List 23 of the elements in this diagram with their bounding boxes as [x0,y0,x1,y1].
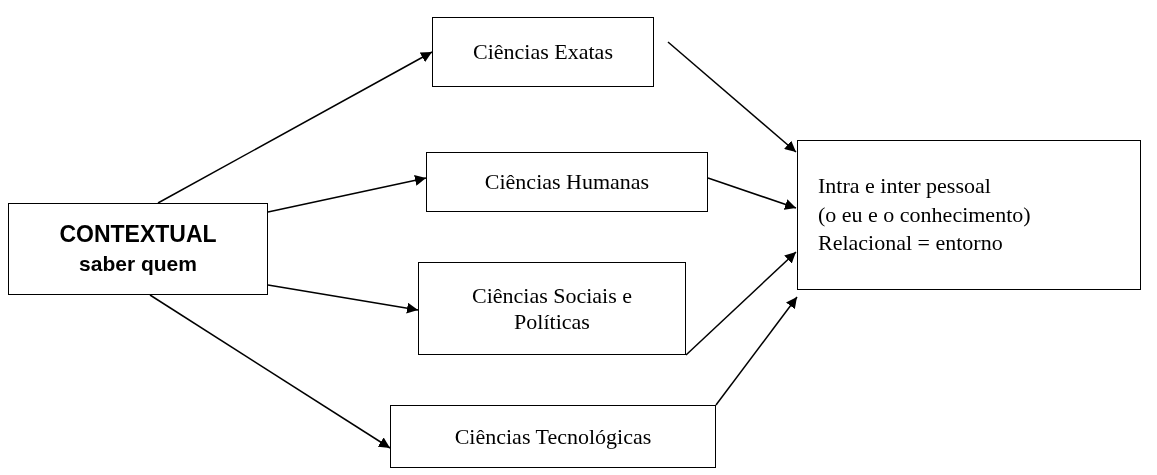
process-box [418,262,686,355]
box-label: Ciências Humanas [484,169,650,195]
topic-box [8,203,268,295]
arrow [267,174,427,213]
box-label: Intra e inter pessoal [818,172,991,201]
arrow [157,51,433,204]
box-label: Ciências Exatas [473,39,613,65]
arrow [149,294,391,449]
process-box [390,405,716,468]
arrow [707,177,797,210]
arrow [667,41,797,153]
arrow [715,296,798,406]
arrow [685,251,797,356]
box-label: (o eu e o conhecimento) [818,200,1031,229]
process-box [426,152,708,212]
process-box [432,17,654,87]
box-label: Ciências Tecnológicas [454,423,652,450]
arrow [267,284,419,314]
box-label: Ciências Sociais e Políticas [470,282,634,335]
heading-text: CONTEXTUAL [59,220,217,250]
box-label: Relacional = entorno [818,229,1003,258]
result-box [797,140,1141,290]
subheading-text: saber quem [79,251,197,278]
